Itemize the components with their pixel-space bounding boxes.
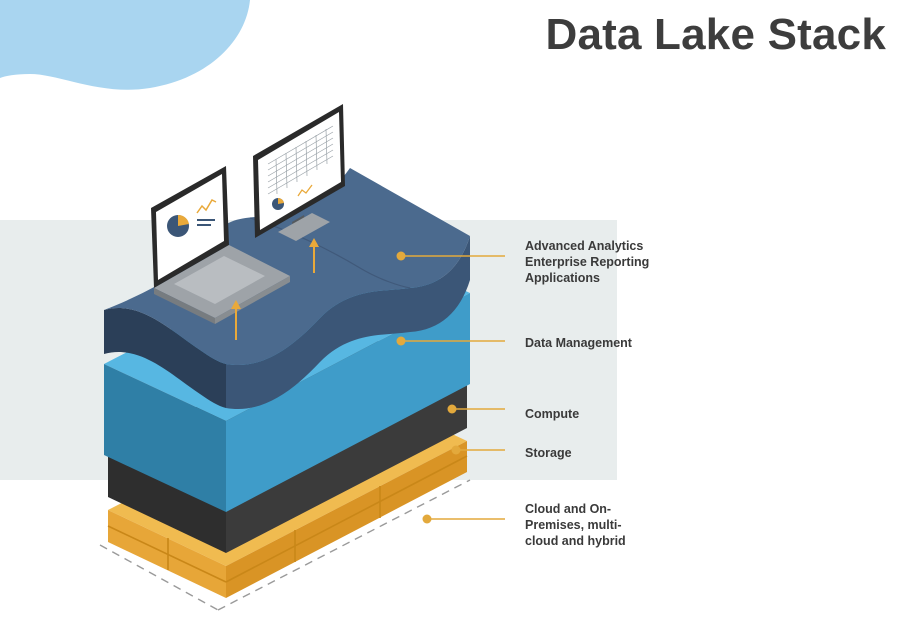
- dot-storage: [451, 445, 461, 455]
- dot-compute: [447, 404, 457, 414]
- dot-analytics: [396, 251, 406, 261]
- label-cloud-line-3: cloud and hybrid: [525, 534, 626, 548]
- label-analytics: Advanced Analytics Enterprise Reporting …: [525, 238, 649, 286]
- label-analytics-line-3: Applications: [525, 271, 601, 285]
- label-cloud-line-1: Cloud and On-: [525, 502, 612, 516]
- label-compute: Compute: [525, 406, 579, 422]
- page-title: Data Lake Stack: [545, 10, 886, 59]
- leader-dots: [396, 251, 461, 524]
- label-cloud: Cloud and On- Premises, multi- cloud and…: [525, 501, 626, 549]
- dot-data-management: [396, 336, 406, 346]
- dot-cloud: [422, 514, 432, 524]
- label-analytics-line-1: Advanced Analytics: [525, 239, 644, 253]
- label-data-management-line-1: Data Management: [525, 336, 632, 350]
- label-cloud-line-2: Premises, multi-: [525, 518, 622, 532]
- analytics-layer: [104, 168, 470, 410]
- upload-arrows: [231, 238, 319, 340]
- corner-blob-decoration: [0, 0, 250, 90]
- label-data-management: Data Management: [525, 335, 632, 351]
- leader-lines: [401, 255, 505, 520]
- label-analytics-line-2: Enterprise Reporting: [525, 255, 650, 269]
- label-storage: Storage: [525, 445, 572, 461]
- label-storage-line-1: Storage: [525, 446, 572, 460]
- dashed-footprint: [99, 479, 471, 611]
- label-compute-line-1: Compute: [525, 407, 580, 421]
- monitor-illustration: [253, 104, 345, 241]
- laptop-illustration: [151, 166, 290, 324]
